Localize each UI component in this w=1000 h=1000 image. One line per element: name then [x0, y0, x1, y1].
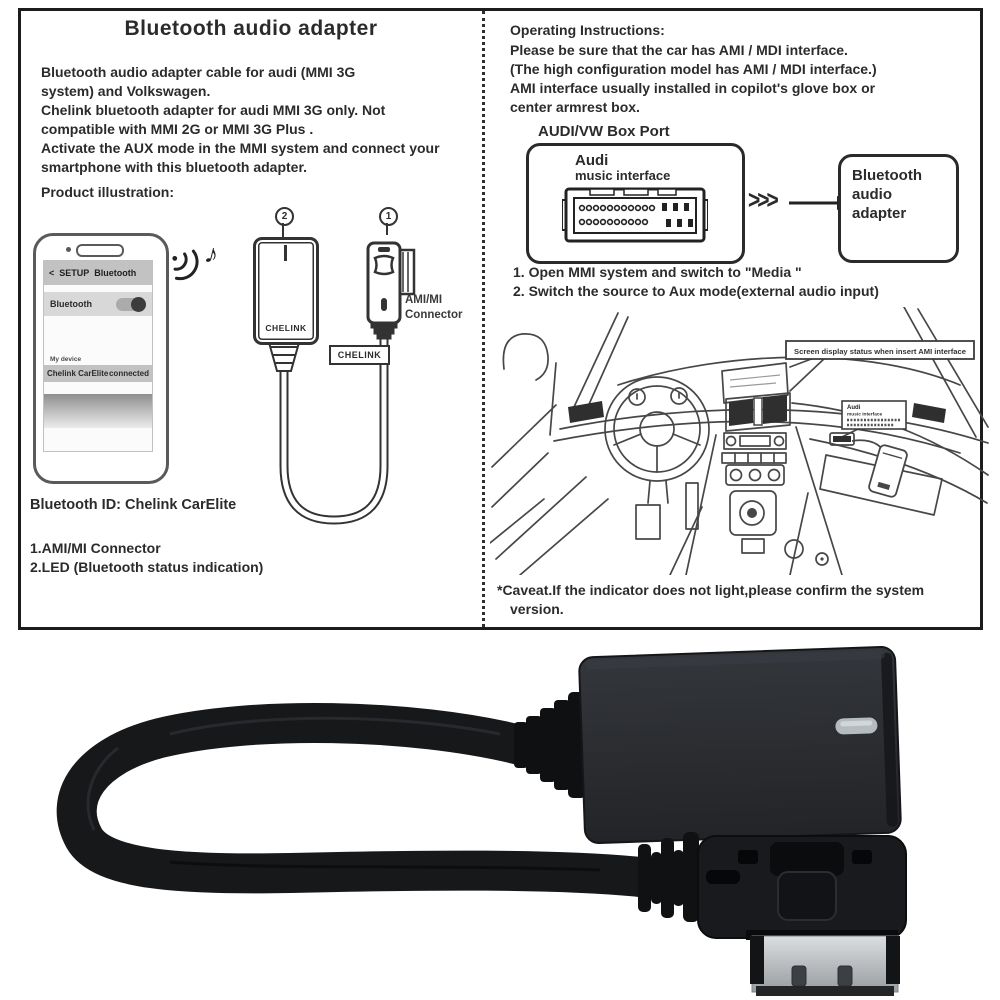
seat-headrest: [502, 333, 549, 381]
adapter-brand-label: CHELINK: [265, 323, 307, 333]
chevrons-icon: >>>: [748, 186, 779, 215]
bluetooth-toggle: [116, 296, 146, 312]
phone-camera-dot: [66, 247, 71, 252]
description-line: Bluetooth audio adapter cable for audi (…: [41, 64, 356, 80]
hanging-adapter: [851, 439, 908, 498]
bluetooth-adapter-illustration: CHELINK: [253, 237, 319, 345]
bluetooth-header-label: Bluetooth: [94, 268, 137, 278]
mmi-screen: [721, 362, 789, 404]
ami-connector-label: AMI/MI Connector: [405, 294, 463, 321]
bluetooth-adapter-box: Bluetooth audio adapter: [838, 154, 959, 263]
instruction-line: (The high configuration model has AMI / …: [510, 61, 877, 77]
description-line: system) and Volkswagen.: [41, 83, 211, 99]
ami-port-box: Audi music interface: [526, 143, 745, 264]
callout-2-badge: 2: [275, 207, 294, 226]
instruction-line: center armrest box.: [510, 99, 640, 115]
device-status: connected: [108, 369, 149, 378]
product-description: Bluetooth audio adapter cable for audi (…: [41, 63, 440, 177]
center-vent: [725, 392, 791, 432]
product-photo: [56, 646, 907, 996]
product-illustration-label: Product illustration:: [41, 184, 174, 200]
caveat-text: *Caveat.If the indicator does not light,…: [497, 582, 925, 617]
release-latch: [777, 871, 837, 921]
description-line: compatible with MMI 2G or MMI 3G Plus .: [41, 121, 314, 137]
adapter-led-slot: [284, 245, 287, 261]
legend-line: 1.AMI/MI Connector: [30, 540, 161, 556]
bluetooth-toggle-row: Bluetooth: [44, 292, 152, 316]
screen-callout-text: Screen display status when insert AMI in…: [794, 347, 966, 356]
step-line: 2. Switch the source to Aux mode(externa…: [513, 283, 879, 299]
left-air-vent: [568, 401, 604, 423]
callout-1-badge: 1: [379, 207, 398, 226]
operating-instructions: Please be sure that the car has AMI / MD…: [510, 41, 877, 117]
dash-inset-title: Audi: [847, 405, 861, 411]
radio: [723, 432, 787, 450]
adapter-strain-relief: [266, 338, 302, 372]
callout-2-stem: [282, 223, 284, 237]
bluetooth-row-label: Bluetooth: [50, 299, 92, 309]
step-line: 1. Open MMI system and switch to "Media …: [513, 264, 802, 280]
illustration-cable: [266, 326, 389, 525]
gear-console: [729, 490, 777, 536]
car-dashboard-illustration: Screen display status when insert AMI in…: [490, 307, 989, 575]
right-pillar: [903, 307, 989, 438]
bluetooth-id-text: Bluetooth ID: Chelink CarElite: [30, 497, 237, 513]
steering-wheel: [604, 376, 710, 482]
legend-line: 2.LED (Bluetooth status indication): [30, 559, 264, 575]
phone-illustration: < SETUP Bluetooth Bluetooth My device Ch…: [33, 233, 169, 484]
bluetooth-module: [578, 646, 902, 844]
screen-callout-box: [785, 340, 975, 360]
ami-box-subtitle: music interface: [575, 168, 671, 183]
cable: [56, 702, 670, 898]
usage-steps: 1. Open MMI system and switch to "Media …: [513, 263, 879, 301]
paired-device-row: Chelink CarElite connected: [44, 365, 152, 382]
dash-ami-inset: Audi music interface: [841, 400, 907, 430]
instruction-line: Please be sure that the car has AMI / MD…: [510, 42, 848, 58]
ami-connector-illustration: [366, 241, 416, 340]
connector-metal-tip: [751, 935, 899, 993]
connector-strain-relief: [638, 832, 699, 922]
wireless-signal-icon: [172, 249, 199, 281]
page-title: Bluetooth audio adapter: [124, 17, 378, 40]
panel-divider: [482, 11, 485, 627]
module-strain-relief: [514, 692, 586, 798]
operating-instructions-heading: Operating Instructions:: [510, 22, 665, 38]
ami-port-drawing: [562, 187, 708, 243]
my-device-label: My device: [50, 356, 82, 363]
description-line: Activate the AUX mode in the MMI system …: [41, 140, 440, 156]
box-port-label: AUDI/VW Box Port: [538, 123, 670, 140]
phone-settings-header: < SETUP Bluetooth: [44, 261, 152, 285]
device-name: Chelink CarElite: [47, 369, 109, 378]
phone-screen: < SETUP Bluetooth Bluetooth My device Ch…: [43, 260, 153, 452]
windshield-base: [617, 356, 961, 386]
callout-1-stem: [386, 223, 388, 235]
ami-port-in-dash: [829, 432, 855, 446]
description-line: Chelink bluetooth adapter for audi MMI 3…: [41, 102, 386, 118]
dash-inset-subtitle: music interface: [847, 412, 883, 418]
instruction-panel: Bluetooth audio adapter Bluetooth audio …: [18, 8, 989, 630]
instruction-line: AMI interface usually installed in copil…: [510, 80, 876, 96]
legend: 1.AMI/MI Connector 2.LED (Bluetooth stat…: [30, 539, 263, 577]
setup-label: SETUP: [59, 268, 90, 278]
cable-tag-label: CHELINK: [329, 345, 390, 365]
phone-speaker: [76, 244, 124, 257]
ami-connector: [697, 835, 907, 996]
right-air-vent: [912, 403, 946, 423]
screen-gradient-block: [44, 394, 152, 428]
ami-box-title: Audi: [575, 152, 609, 169]
back-icon: <: [49, 268, 55, 278]
description-line: smartphone with this bluetooth adapter.: [41, 159, 308, 175]
toggle-knob: [131, 296, 146, 312]
left-pillar: [573, 312, 629, 412]
